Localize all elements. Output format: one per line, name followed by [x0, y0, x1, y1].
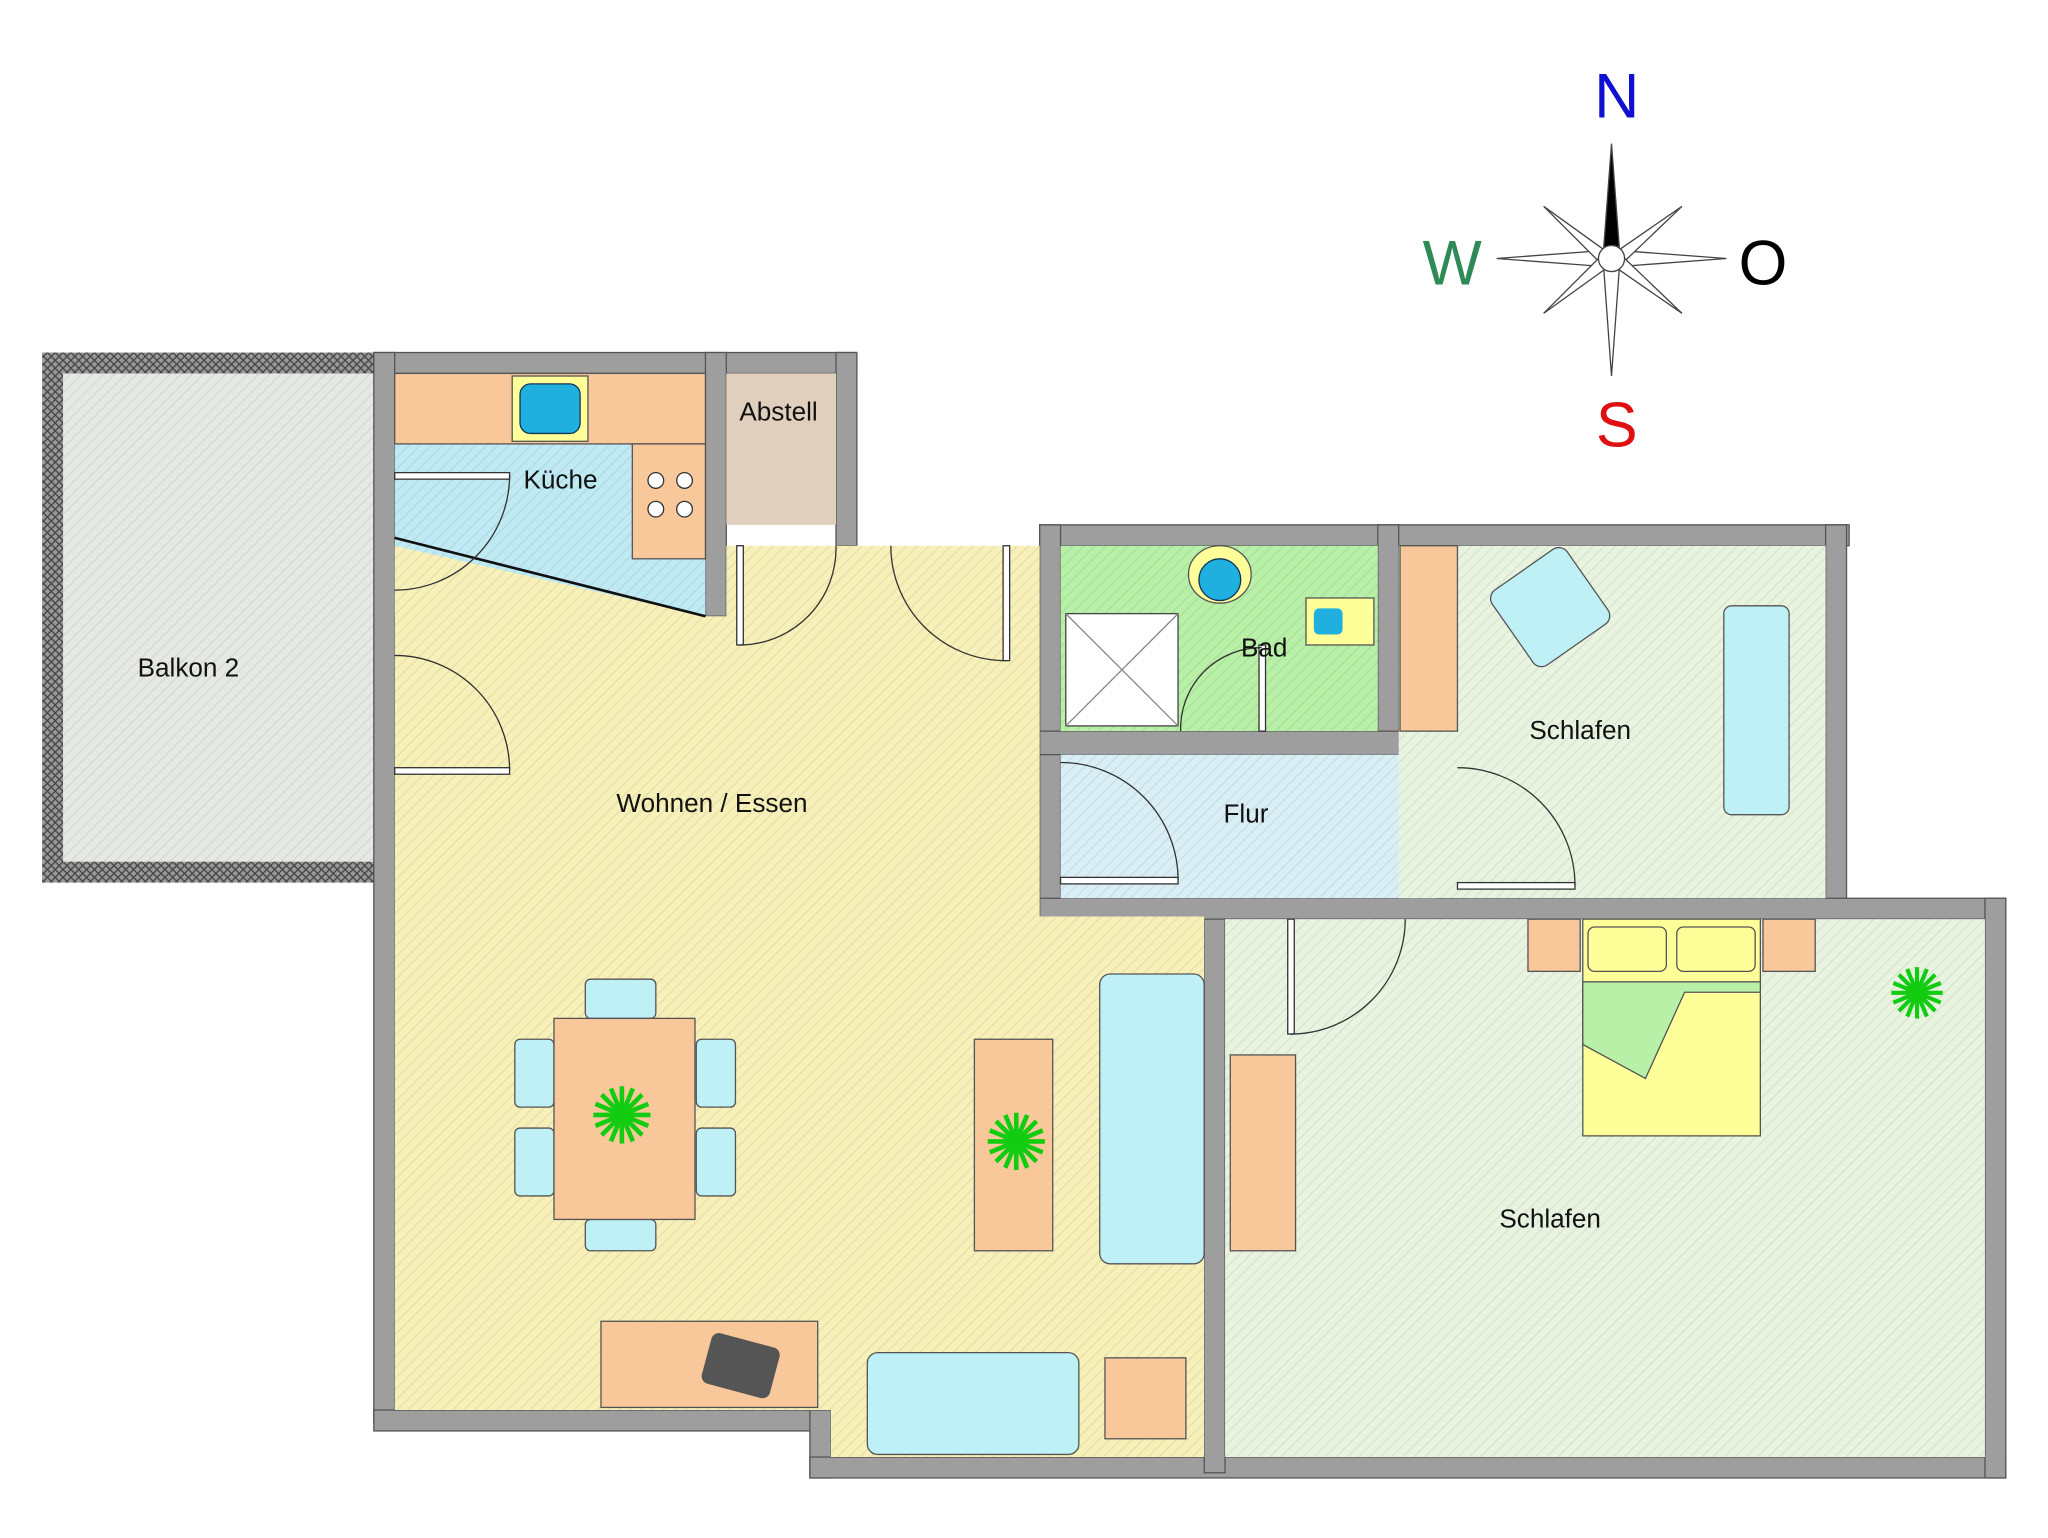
- room-label-balkon: Balkon 2: [138, 652, 240, 682]
- plant-icon: ✺: [1887, 956, 1946, 1034]
- plant-icon: ✺: [589, 1074, 655, 1161]
- sofa: [866, 1351, 1080, 1456]
- office-chair-icon: [701, 1333, 780, 1399]
- hallway: [1060, 754, 1437, 899]
- bathroom: [1060, 545, 1378, 732]
- compass-north: N: [1594, 62, 1639, 132]
- room-label-abstell: Abstell: [739, 396, 817, 426]
- compass-east: O: [1739, 229, 1788, 299]
- balcony-2: [42, 352, 393, 883]
- room-label-schlafen-2: Schlafen: [1499, 1203, 1601, 1233]
- wardrobe: [1399, 545, 1459, 732]
- living-furniture: ✺ ✺: [514, 973, 1205, 1456]
- room-label-schlafen-1: Schlafen: [1529, 715, 1631, 745]
- room-label-wohnen: Wohnen / Essen: [616, 788, 807, 818]
- bedroom-2: ✺: [1225, 918, 1985, 1458]
- plant-icon: ✺: [983, 1100, 1049, 1187]
- room-label-kueche: Küche: [523, 464, 597, 494]
- storage-room: [726, 373, 836, 525]
- compass-rose-icon: N S W O: [1423, 62, 1788, 461]
- compass-south: S: [1596, 391, 1638, 461]
- dresser: [1229, 1054, 1297, 1252]
- doors: [394, 471, 1576, 1035]
- armchair: [1489, 546, 1611, 668]
- sofa: [1099, 973, 1205, 1265]
- bedroom-1: [1398, 545, 1826, 899]
- sofa: [1723, 605, 1790, 816]
- room-label-flur: Flur: [1223, 799, 1268, 829]
- stove-icon: [647, 471, 694, 518]
- side-table: [1104, 1357, 1187, 1440]
- room-label-bad: Bad: [1241, 633, 1287, 663]
- compass-west: W: [1423, 229, 1482, 299]
- coffee-table: [973, 1038, 1054, 1252]
- dining-table: [553, 1017, 696, 1221]
- kitchen: [394, 372, 707, 617]
